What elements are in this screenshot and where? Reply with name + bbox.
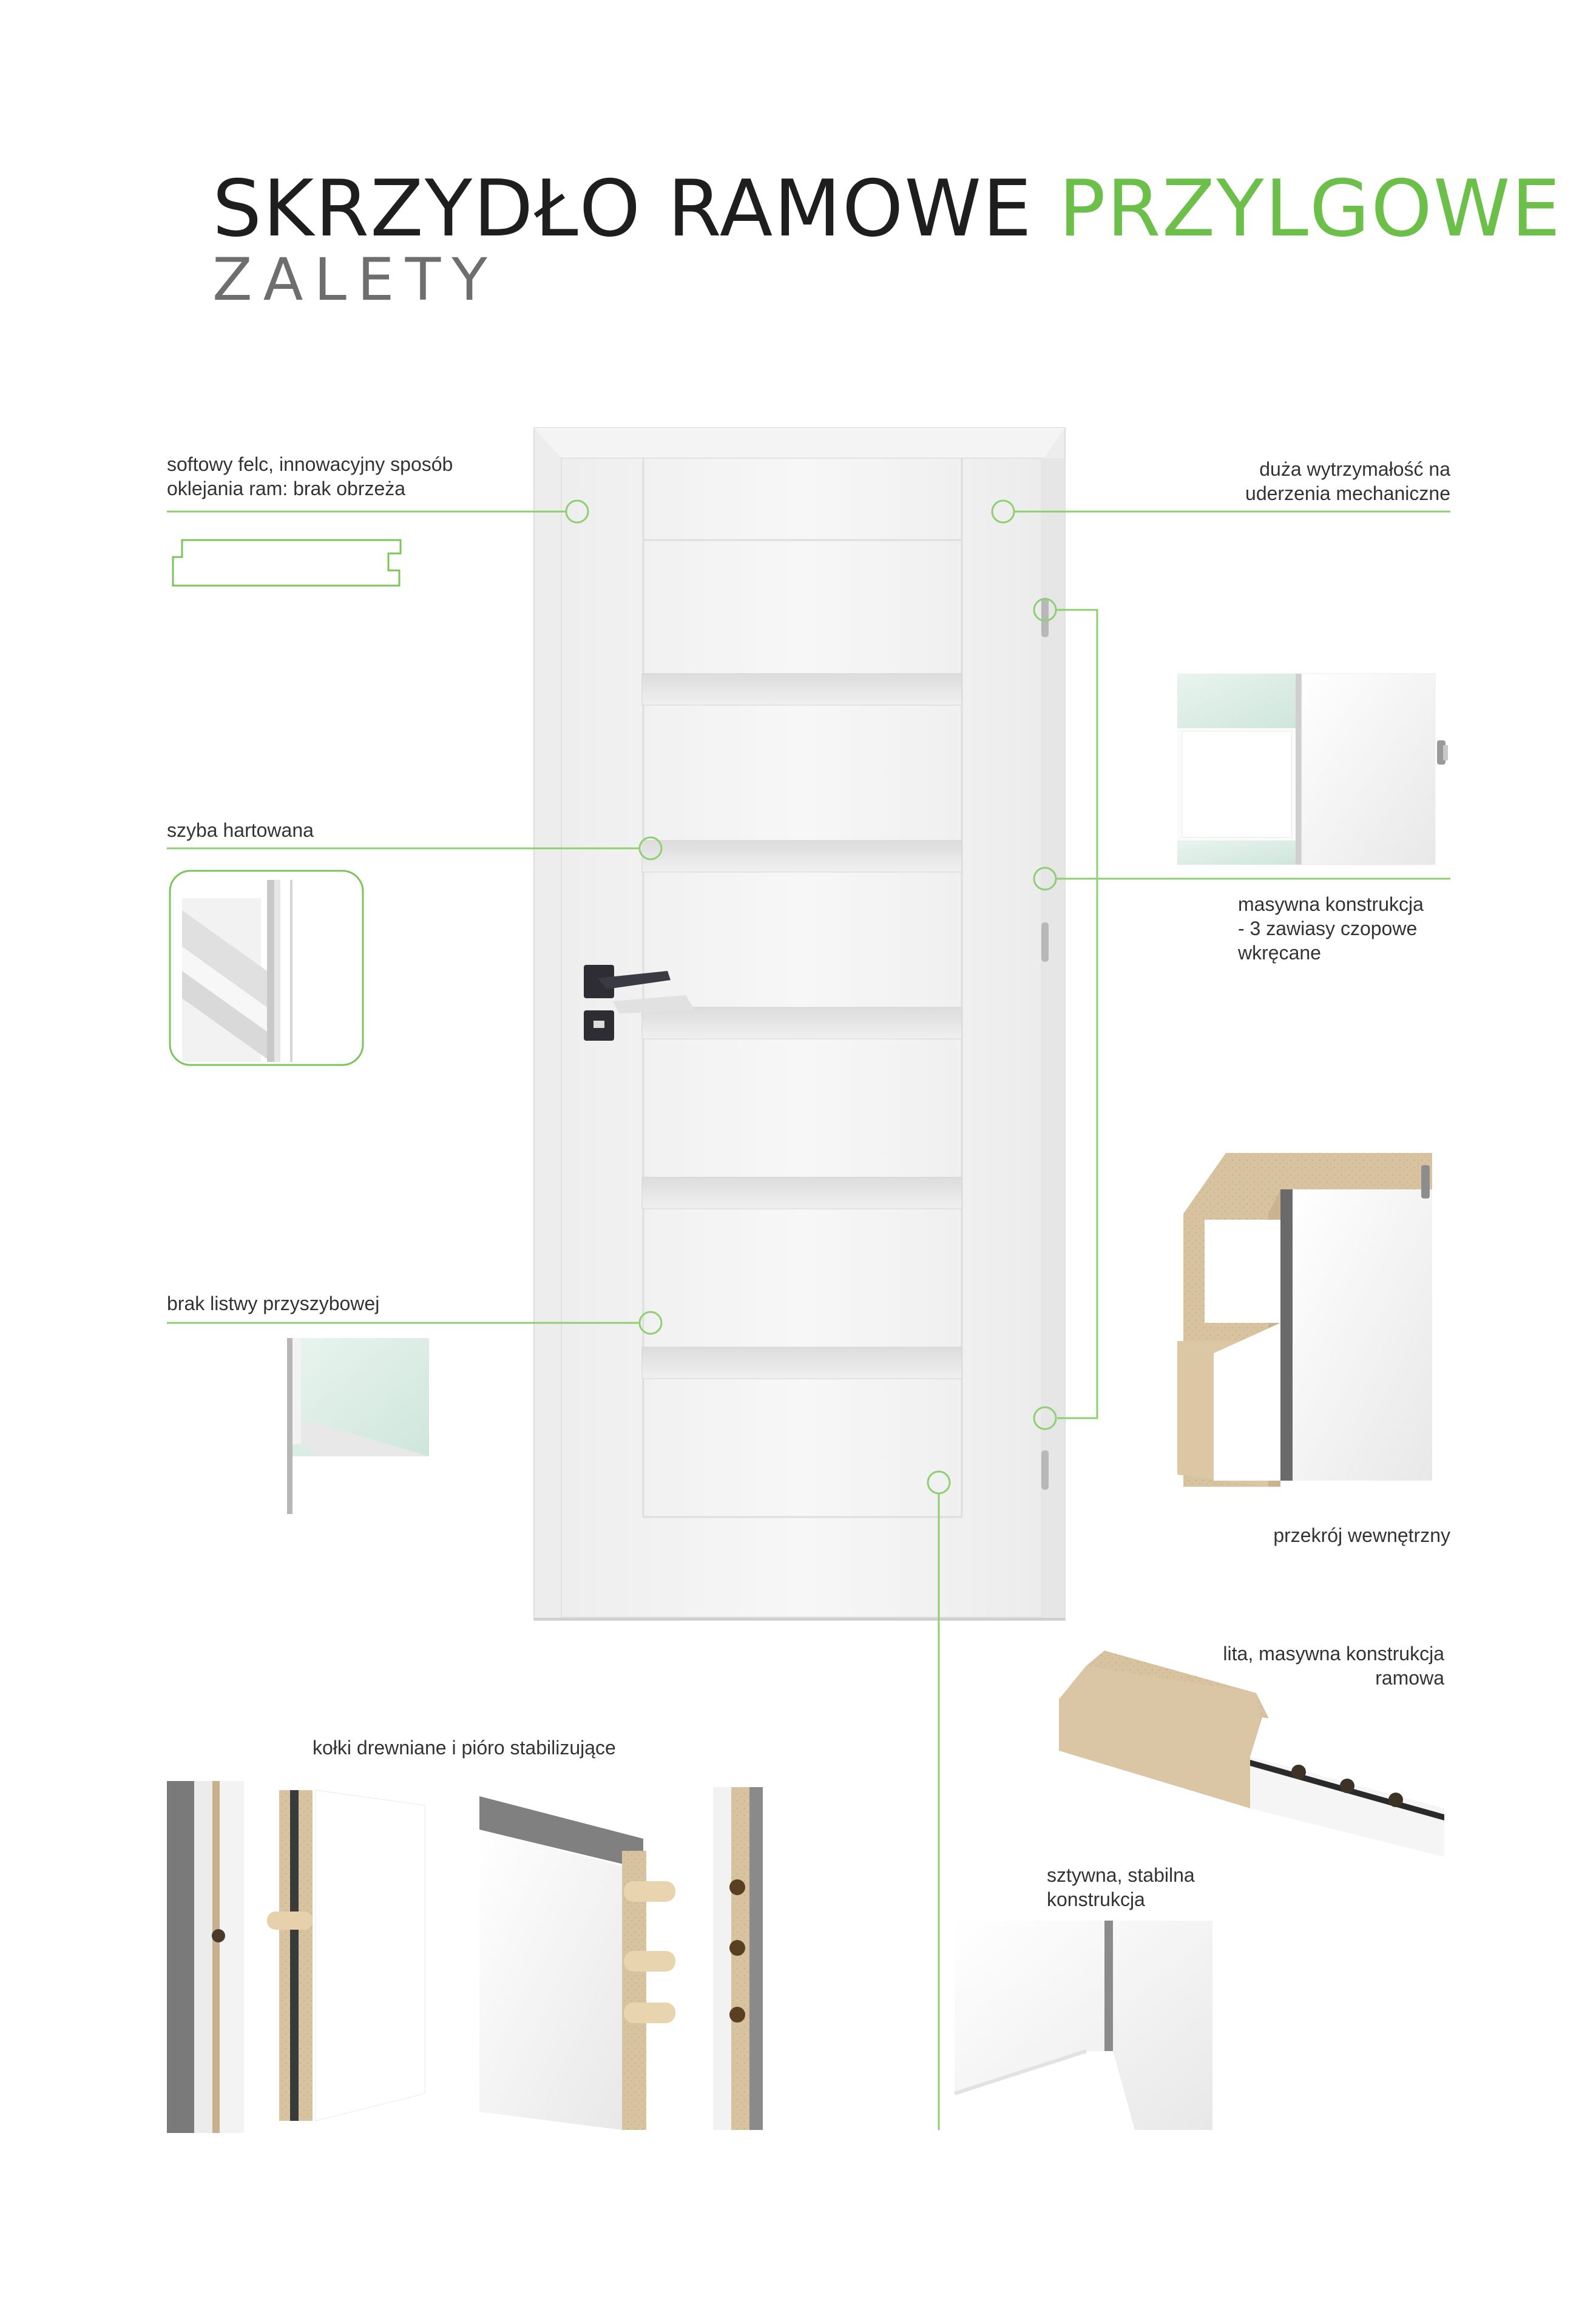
feature-cross-section-label: przekrój wewnętrzny <box>1273 1524 1450 1546</box>
feature-rebate-label: softowy felc, innowacyjny sposób oklejan… <box>167 453 453 499</box>
title-main: SKRZYDŁO RAMOWE <box>212 164 1033 254</box>
feature-solid-frame-label: lita, masywna konstrukcja ramowa <box>1223 1643 1444 1689</box>
feature-no-bead-label: brak listwy przyszybowej <box>167 1293 380 1314</box>
page-subtitle: ZALETY <box>212 246 498 314</box>
dowels-illustrations <box>167 1781 763 2133</box>
glass-detail-image <box>169 870 364 1066</box>
solid-frame-section-image <box>1059 1651 1444 1857</box>
no-bead-detail-image <box>287 1338 429 1514</box>
rebate-profile-icon <box>172 539 402 587</box>
feature-hinges-label: masywna konstrukcja - 3 zawiasy czopowe … <box>1238 893 1424 964</box>
cross-section-image <box>1177 1153 1432 1487</box>
feature-dowels-label: kołki drewniane i pióro stabilizujące <box>313 1737 616 1759</box>
feature-rigid-label: sztywna, stabilna konstrukcja <box>1047 1864 1195 1910</box>
rigid-construction-image <box>954 1921 1212 2130</box>
hinge-detail-image <box>1177 673 1448 865</box>
page-title: SKRZYDŁO RAMOWE PRZYLGOWE <box>212 164 1561 254</box>
callout-lines <box>167 499 1450 2130</box>
feature-glass-label: szyba hartowana <box>167 819 314 841</box>
door-illustration <box>533 427 1066 1621</box>
title-accent: PRZYLGOWE <box>1058 164 1562 254</box>
feature-impact-label: duża wytrzymałość na uderzenia mechanicz… <box>1245 458 1450 504</box>
